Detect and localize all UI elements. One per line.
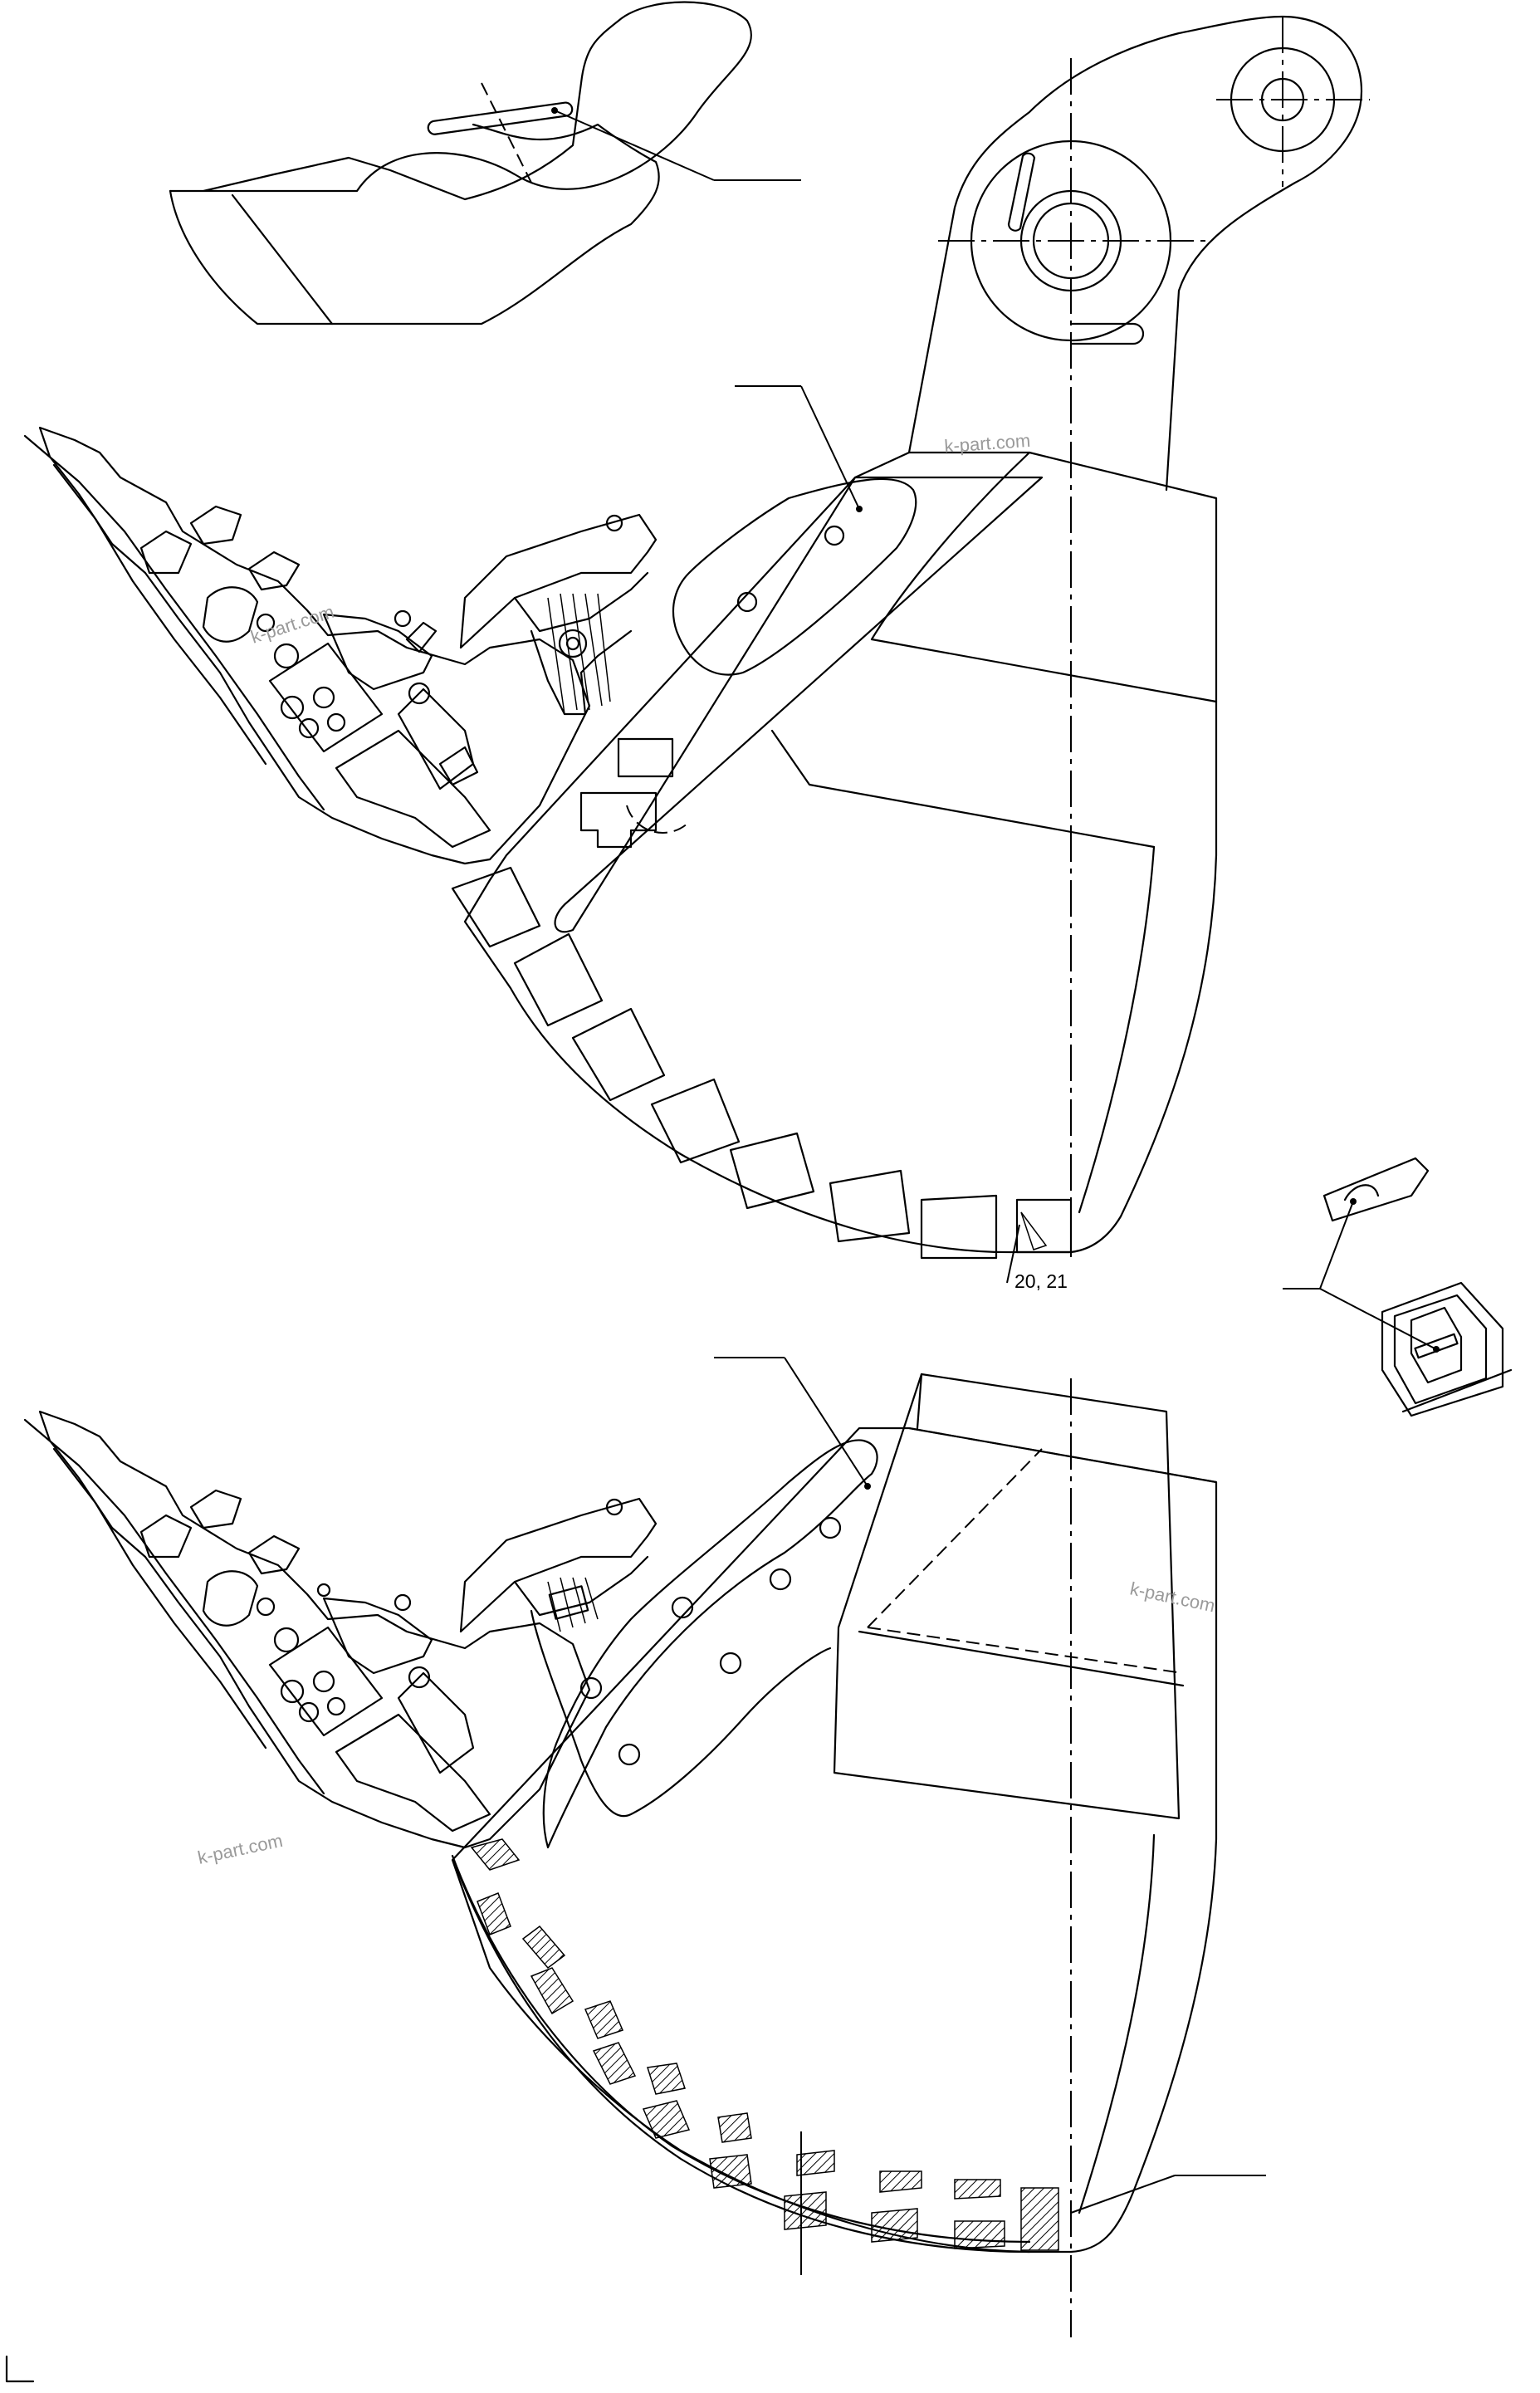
lip-callout-label: 20, 21 bbox=[1014, 1270, 1068, 1292]
corner-mark bbox=[5, 2355, 35, 2383]
tooth-adapter-assembly-lower bbox=[23, 1410, 658, 1849]
bucket-elevation-bottom bbox=[23, 1357, 1266, 2337]
watermark-text: k-part.com bbox=[248, 601, 337, 648]
cutting-edge-bolt-detail bbox=[1283, 1157, 1513, 1417]
bucket-shell-lower bbox=[451, 1427, 1218, 2254]
gusset-plate bbox=[542, 1439, 878, 1849]
bucket-elevation-top: 20, 21 bbox=[23, 15, 1513, 1417]
bucket-shell bbox=[463, 451, 1218, 1254]
wear-plates bbox=[451, 866, 1073, 1260]
hatched-wear-strips bbox=[451, 1838, 1059, 2254]
hinge-boss bbox=[907, 15, 1363, 492]
tooth-adapter-assembly bbox=[23, 426, 658, 865]
side-plate-insert bbox=[672, 477, 917, 676]
side-plate-detail bbox=[169, 1, 801, 325]
watermark-text: k-part.com bbox=[196, 1830, 285, 1868]
